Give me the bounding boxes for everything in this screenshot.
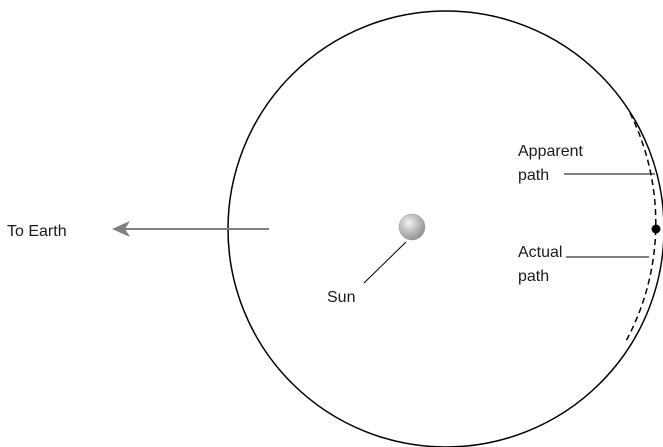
actual-path-label-line1: Actual: [518, 244, 562, 261]
actual-orbit-circle: [228, 11, 663, 447]
to-earth-label: To Earth: [7, 223, 67, 240]
sun-label: Sun: [327, 289, 355, 306]
sun-leader-line: [364, 242, 406, 283]
apparent-path-label-line1: Apparent: [518, 143, 583, 160]
planet-dot: [652, 225, 661, 234]
sun-sphere: [399, 214, 425, 240]
apparent-path-label-line2: path: [518, 167, 549, 184]
apparent-path-dashed-arc: [626, 113, 656, 341]
actual-path-label-line2: path: [518, 268, 549, 285]
